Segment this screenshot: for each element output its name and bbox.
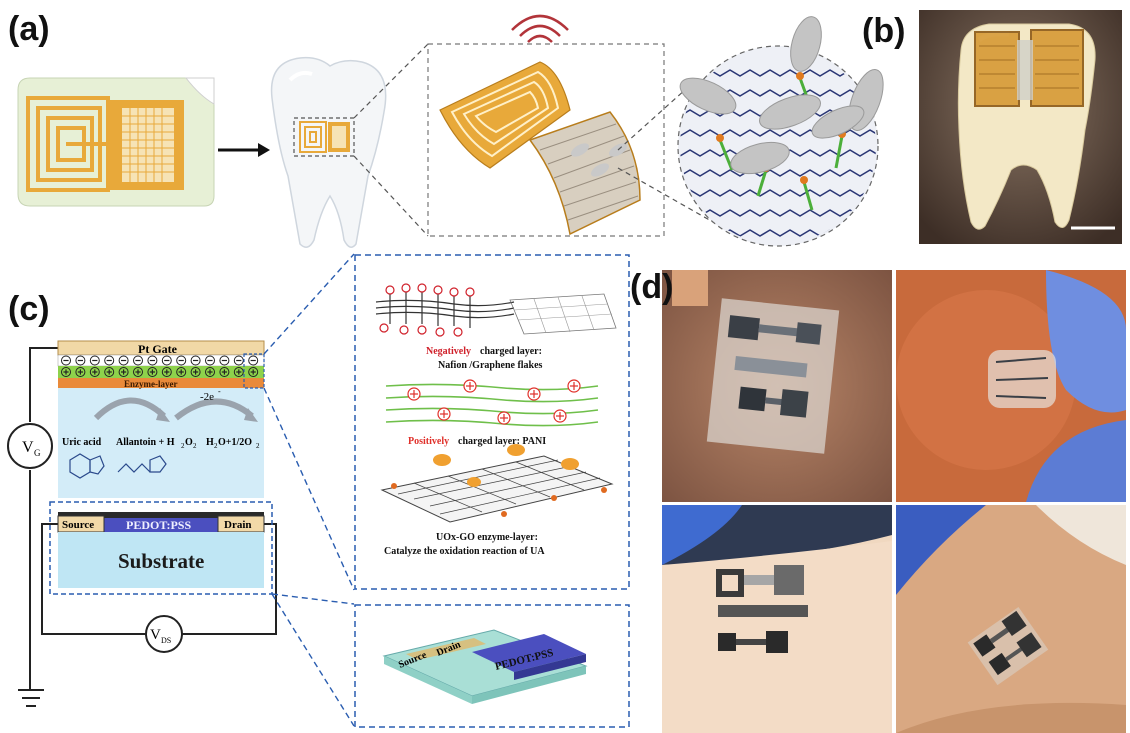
enzyme-label: Enzyme-layer <box>124 379 177 389</box>
negative-rest: charged layer: <box>480 346 542 357</box>
electron-sup: - <box>218 387 221 396</box>
nafion-graphene <box>375 283 617 337</box>
panel-a-illustration <box>17 14 884 248</box>
photo-corner-patch <box>672 270 708 306</box>
uox-line2: Catalyze the oxidation reaction of UA <box>384 546 545 557</box>
reaction-arrow-1 <box>93 397 167 421</box>
vg-label: V <box>22 439 34 456</box>
vg-sub: G <box>34 448 41 458</box>
vg-source-icon <box>7 423 53 469</box>
substrate-layer <box>58 532 264 588</box>
vds-sub: DS <box>161 636 171 645</box>
negative-word: Negatively <box>426 346 471 357</box>
panel-label-a: (a) <box>8 10 50 48</box>
drain-label: Drain <box>224 519 252 531</box>
transistor-schematic: V G V DS Pt Gate Enzyme-layer -2e - Uric… <box>7 340 277 707</box>
photo-sensor-on-wrist <box>662 505 892 733</box>
vds-source-icon <box>145 615 183 653</box>
electrolyte-region <box>58 380 264 498</box>
pt-gate-label: Pt Gate <box>138 342 178 356</box>
allantoin-sub2: 2 <box>193 442 197 450</box>
zoom-lines-a2 <box>617 79 721 227</box>
enzyme-layer <box>58 378 264 388</box>
photo-sensor-on-hand <box>896 505 1126 733</box>
electron-label: -2e <box>200 391 214 403</box>
product-sub1: 2 <box>214 442 218 450</box>
panel-label-b: (b) <box>862 12 906 50</box>
arrow-right-icon <box>218 143 270 157</box>
zoom-source-box <box>243 353 265 389</box>
pedot-layer <box>58 518 264 532</box>
panel-label-c: (c) <box>8 290 50 328</box>
uric-acid-label: Uric acid <box>62 437 102 448</box>
wireless-signal-icon <box>511 14 569 43</box>
negative-line2: Nafion /Graphene flakes <box>438 360 543 371</box>
positive-word: Positively <box>408 436 449 447</box>
pani-layer <box>385 379 599 427</box>
sticker-patch <box>17 77 215 207</box>
product-sub2: 2 <box>256 442 260 450</box>
source-label: Source <box>62 519 94 531</box>
allantoin-sub1: 2 <box>181 442 185 450</box>
product-h: H <box>206 437 214 448</box>
uox-line1: UOx-GO enzyme-layer: <box>436 532 538 543</box>
tooth-sensor-photo <box>919 10 1122 244</box>
zoom-lines-a <box>353 43 429 237</box>
curved-coil <box>439 61 641 236</box>
photo-sensor-bent <box>896 270 1126 502</box>
zoom-box-a <box>427 43 665 237</box>
allantoin-label: Allantoin + H <box>116 437 175 448</box>
allantoin-o: O <box>185 437 193 448</box>
layer-zoom-box: Negatively charged layer: Nafion /Graphe… <box>354 254 630 590</box>
positive-rest: charged layer: PANI <box>458 436 546 447</box>
product-rest: O+1/2O <box>218 437 252 448</box>
pedot-label: PEDOT:PSS <box>126 518 191 532</box>
uox-go-sheet <box>380 444 614 523</box>
device-zoom-box: Source Drain PEDOT:PSS <box>354 604 630 728</box>
vds-label: V <box>150 627 161 643</box>
photo-sensor-on-skin <box>662 270 892 502</box>
uric-acid-molecule <box>69 453 105 479</box>
substrate-label: Substrate <box>118 549 204 573</box>
allantoin-molecule <box>117 455 167 473</box>
panel-label-d: (d) <box>630 268 674 306</box>
graphene-circle <box>677 16 884 247</box>
tooth-illustration <box>270 56 387 248</box>
reaction-arrow-2 <box>174 398 254 421</box>
channel-zoom-box <box>49 501 273 595</box>
